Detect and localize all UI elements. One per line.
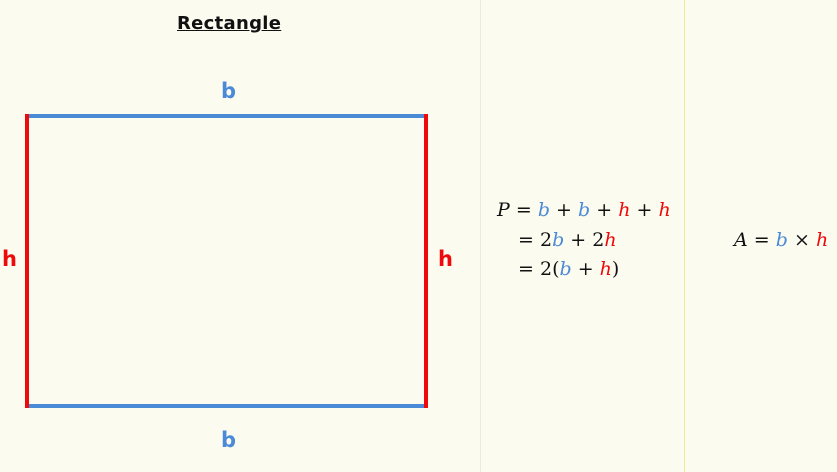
- bottom-label: b: [221, 428, 237, 452]
- plus: +: [577, 258, 594, 280]
- two: 2: [592, 229, 605, 251]
- var-b: b: [552, 229, 565, 251]
- two: 2: [539, 229, 553, 251]
- column-divider: [684, 0, 685, 472]
- var-h: h: [815, 229, 829, 251]
- two: 2: [539, 258, 553, 280]
- equals: =: [518, 229, 534, 251]
- var-h: h: [604, 229, 617, 251]
- var-h: h: [618, 199, 631, 221]
- rparen: ): [611, 258, 620, 280]
- top-label: b: [221, 79, 237, 103]
- var-p: P: [497, 199, 510, 221]
- column-divider: [480, 0, 481, 472]
- plus: +: [556, 199, 572, 221]
- equals: =: [753, 229, 770, 251]
- var-b: b: [537, 199, 550, 221]
- perimeter-line-2: = 2b + 2h: [518, 229, 617, 251]
- perimeter-line-3: = 2(b + h): [518, 258, 619, 280]
- diagram-title: Rectangle: [177, 13, 282, 34]
- plus: +: [636, 199, 653, 221]
- plus: +: [570, 229, 587, 251]
- lparen: (: [552, 258, 560, 280]
- left-label: h: [2, 247, 17, 271]
- bottom-side-b: [26, 404, 428, 408]
- var-a: A: [734, 229, 748, 251]
- left-side-h: [25, 114, 29, 408]
- var-h: h: [599, 258, 612, 280]
- var-b: b: [578, 199, 591, 221]
- var-b: b: [775, 229, 788, 251]
- equals: =: [518, 258, 534, 280]
- plus: +: [596, 199, 613, 221]
- area-formula: A = b × h: [734, 229, 828, 251]
- times: ×: [793, 229, 810, 251]
- top-side-b: [26, 114, 428, 118]
- perimeter-line-1: P = b + b + h + h: [497, 199, 671, 221]
- right-side-h: [424, 114, 428, 408]
- var-h: h: [658, 199, 671, 221]
- right-label: h: [438, 247, 453, 271]
- var-b: b: [559, 258, 572, 280]
- equals: =: [515, 199, 532, 221]
